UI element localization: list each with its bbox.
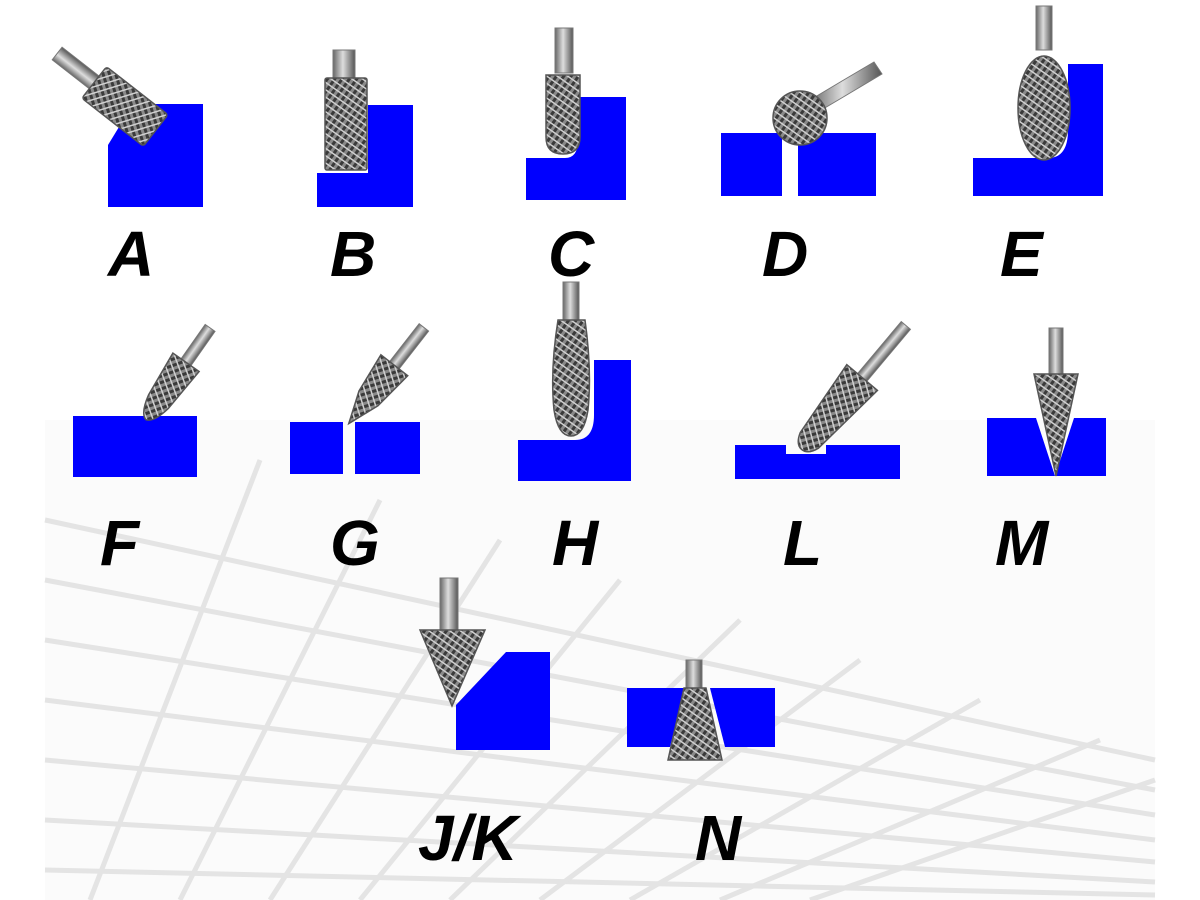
shape-f: F xyxy=(73,323,216,579)
shape-label: H xyxy=(552,507,600,579)
shape-e: E xyxy=(973,5,1103,290)
shape-b: B xyxy=(317,49,413,290)
burr-tree-radius xyxy=(142,323,216,421)
workpiece xyxy=(627,688,685,747)
burr-cone-radius xyxy=(797,320,912,453)
shape-g: G xyxy=(290,323,430,579)
burr-shank xyxy=(1035,5,1053,51)
burr-flame xyxy=(551,319,591,437)
shape-jk: J/K xyxy=(418,577,550,874)
burr-ball xyxy=(772,90,828,146)
workpiece-left xyxy=(721,133,782,196)
shape-label: N xyxy=(695,802,743,874)
workpiece-right xyxy=(710,688,775,747)
burr-shank xyxy=(439,577,459,631)
workpiece xyxy=(735,445,900,479)
workpiece xyxy=(73,416,197,477)
burr-cone xyxy=(1033,373,1079,477)
shape-a: A xyxy=(51,46,203,290)
burr-shank xyxy=(554,27,574,74)
background-grid xyxy=(44,420,1156,900)
shape-l: L xyxy=(735,320,912,579)
shape-n: N xyxy=(627,659,775,874)
shape-label: F xyxy=(100,507,141,579)
workpiece xyxy=(987,418,1106,476)
burr-countersink xyxy=(418,629,487,708)
workpiece-right xyxy=(355,422,420,474)
shape-d: D xyxy=(721,61,883,290)
workpiece xyxy=(526,97,626,200)
shape-label: C xyxy=(548,218,595,290)
workpiece xyxy=(973,64,1103,196)
workpiece-left xyxy=(290,422,343,474)
shape-label: L xyxy=(783,507,822,579)
burr-shank xyxy=(562,281,580,323)
burr-tree-pointed xyxy=(347,323,430,426)
shape-h: H xyxy=(518,281,631,579)
burr-inverted-cone xyxy=(667,687,723,761)
shape-label: M xyxy=(995,507,1050,579)
shape-label: A xyxy=(106,218,154,290)
burr-shank xyxy=(332,49,356,81)
burr-oval xyxy=(1017,55,1071,161)
shape-c: C xyxy=(526,27,626,290)
shape-label: G xyxy=(330,507,380,579)
shape-label: B xyxy=(330,218,376,290)
workpiece xyxy=(317,105,413,207)
workpiece xyxy=(456,652,550,750)
workpiece-right xyxy=(798,133,876,196)
burr-cylinder xyxy=(51,46,168,146)
burr-shank xyxy=(685,659,703,691)
shape-m: M xyxy=(987,327,1106,579)
shape-label: D xyxy=(762,218,808,290)
burr-shank xyxy=(1048,327,1064,375)
shape-label: J/K xyxy=(418,802,522,874)
shape-label: E xyxy=(1000,218,1045,290)
workpiece xyxy=(518,360,631,481)
burr-ball-nose-cylinder xyxy=(545,74,581,155)
burr-cylinder-end-cut xyxy=(324,77,368,171)
